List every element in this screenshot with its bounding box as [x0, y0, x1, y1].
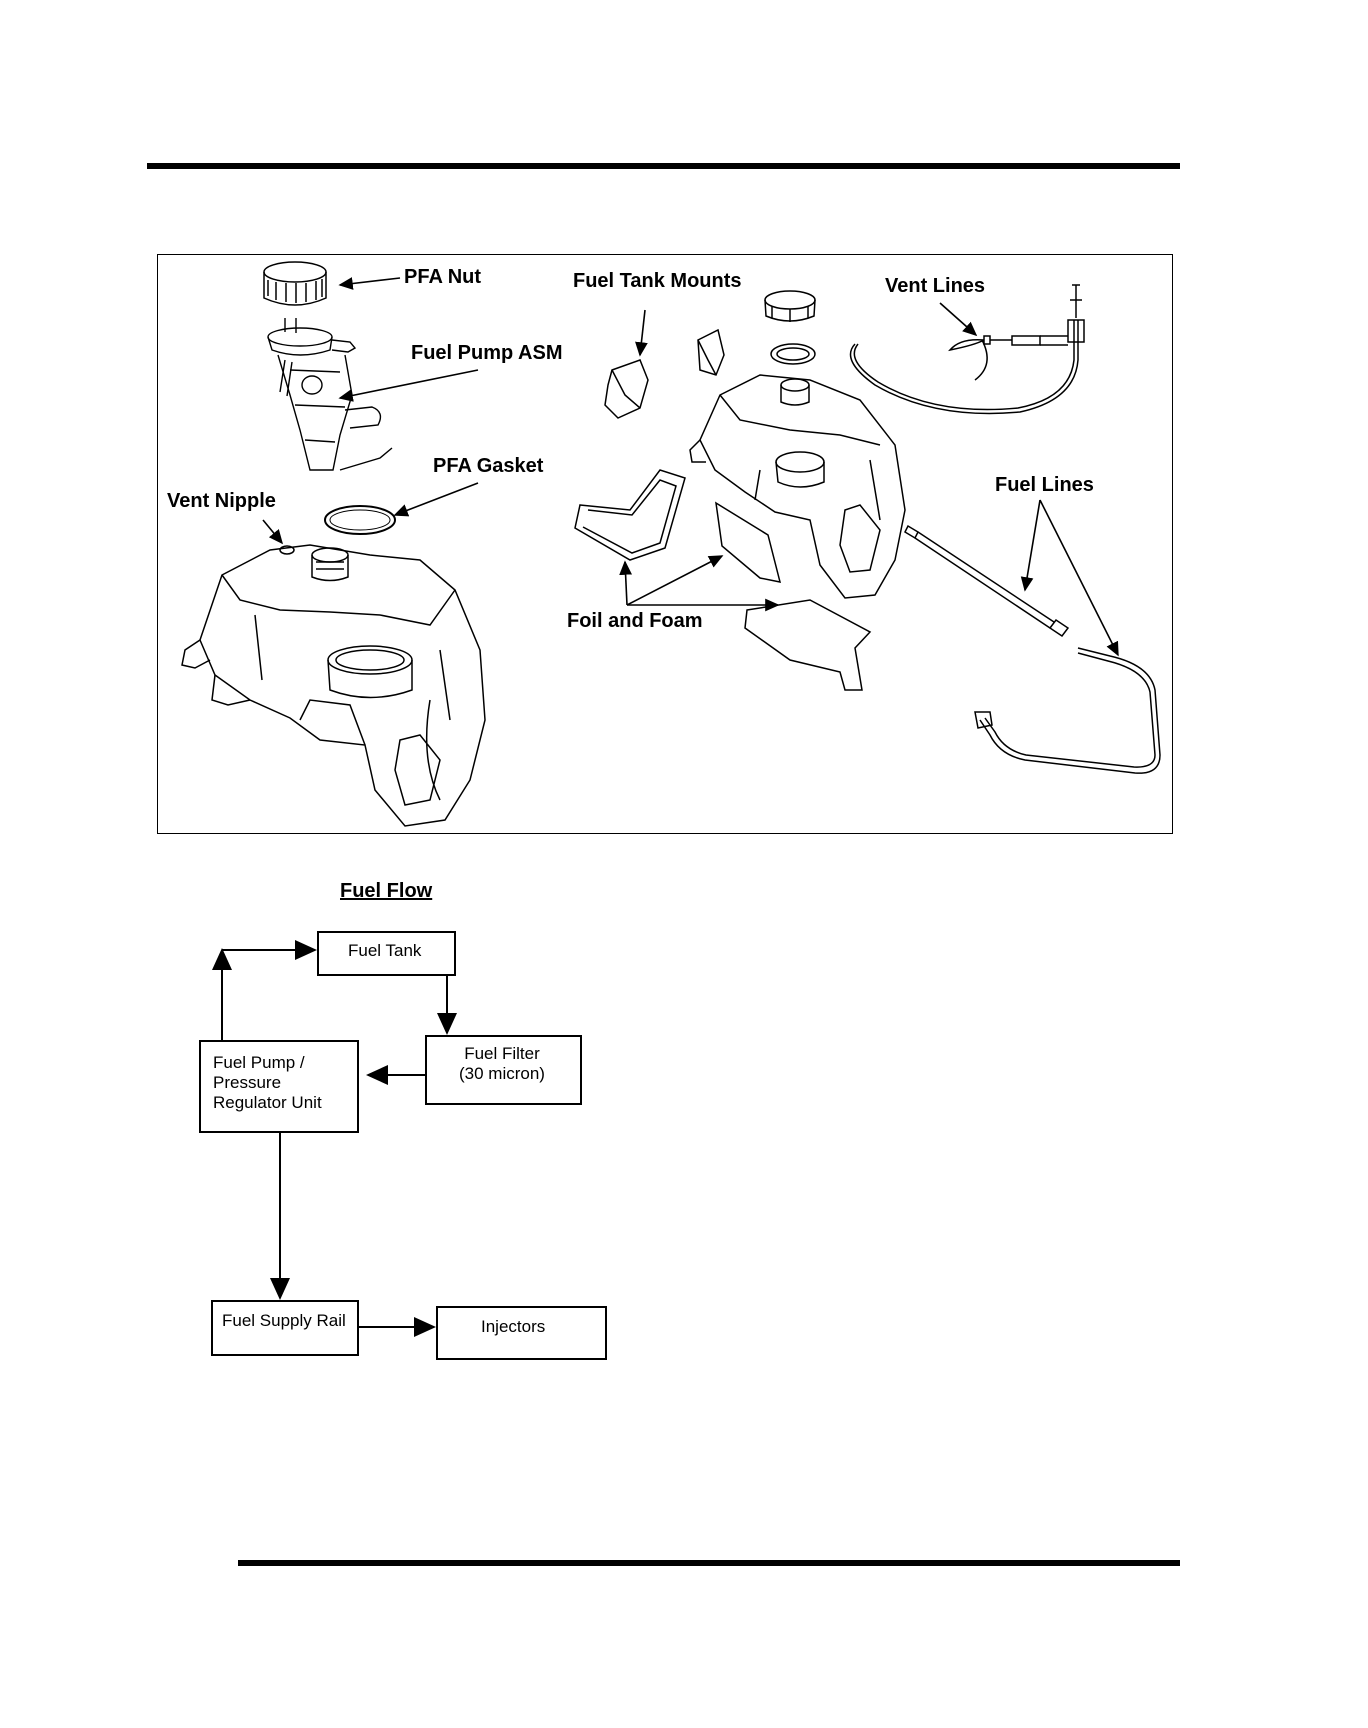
injectors-box: Injectors: [436, 1306, 607, 1360]
fuel-filter-box-label: Fuel Filter (30 micron): [459, 1044, 545, 1084]
fuel-supply-rail-box-label: Fuel Supply Rail: [222, 1311, 346, 1331]
fuel-tank-box-label: Fuel Tank: [348, 941, 421, 961]
fuel-tank-box: Fuel Tank: [317, 931, 456, 976]
fuel-supply-rail-box: Fuel Supply Rail: [211, 1300, 359, 1356]
injectors-box-label: Injectors: [481, 1317, 545, 1337]
fuel-pump-box: Fuel Pump / Pressure Regulator Unit: [199, 1040, 359, 1133]
fuel-pump-box-label: Fuel Pump / Pressure Regulator Unit: [213, 1053, 322, 1113]
fuel-filter-box: Fuel Filter (30 micron): [425, 1035, 582, 1105]
